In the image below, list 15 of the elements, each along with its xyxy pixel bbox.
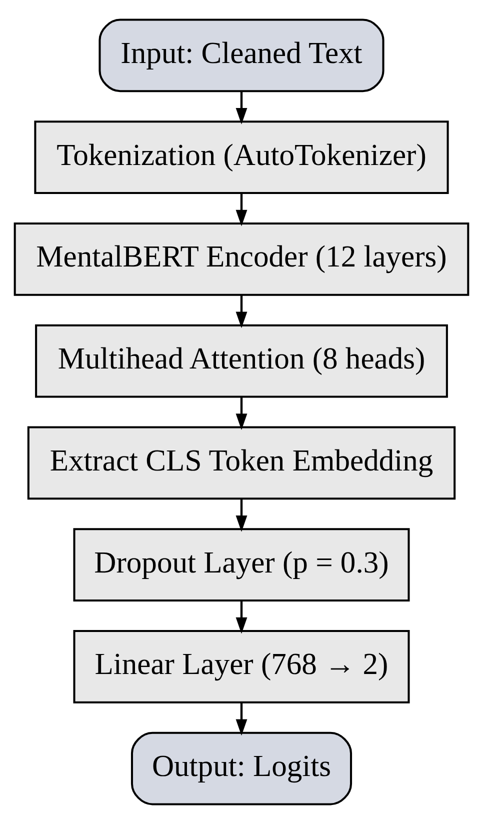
node-box: Multihead Attention (8 heads) [35,324,448,398]
arrow [236,91,248,124]
arrow [236,192,248,226]
node-box: Extract CLS Token Embedding [27,426,456,500]
arrow [236,294,248,328]
node-box: Dropout Layer (p = 0.3) [73,528,410,601]
node-box: MentalBERT Encoder (12 layers) [14,222,470,296]
arrow [236,396,248,430]
arrow [236,498,248,532]
node-box: Output: Logits [130,731,352,805]
node-box: Linear Layer (768 → 2) [73,630,410,703]
node-box: Tokenization (AutoTokenizer) [34,120,449,194]
node-box: Input: Cleaned Text [98,18,384,92]
arrow [236,600,248,634]
arrow [236,702,248,736]
